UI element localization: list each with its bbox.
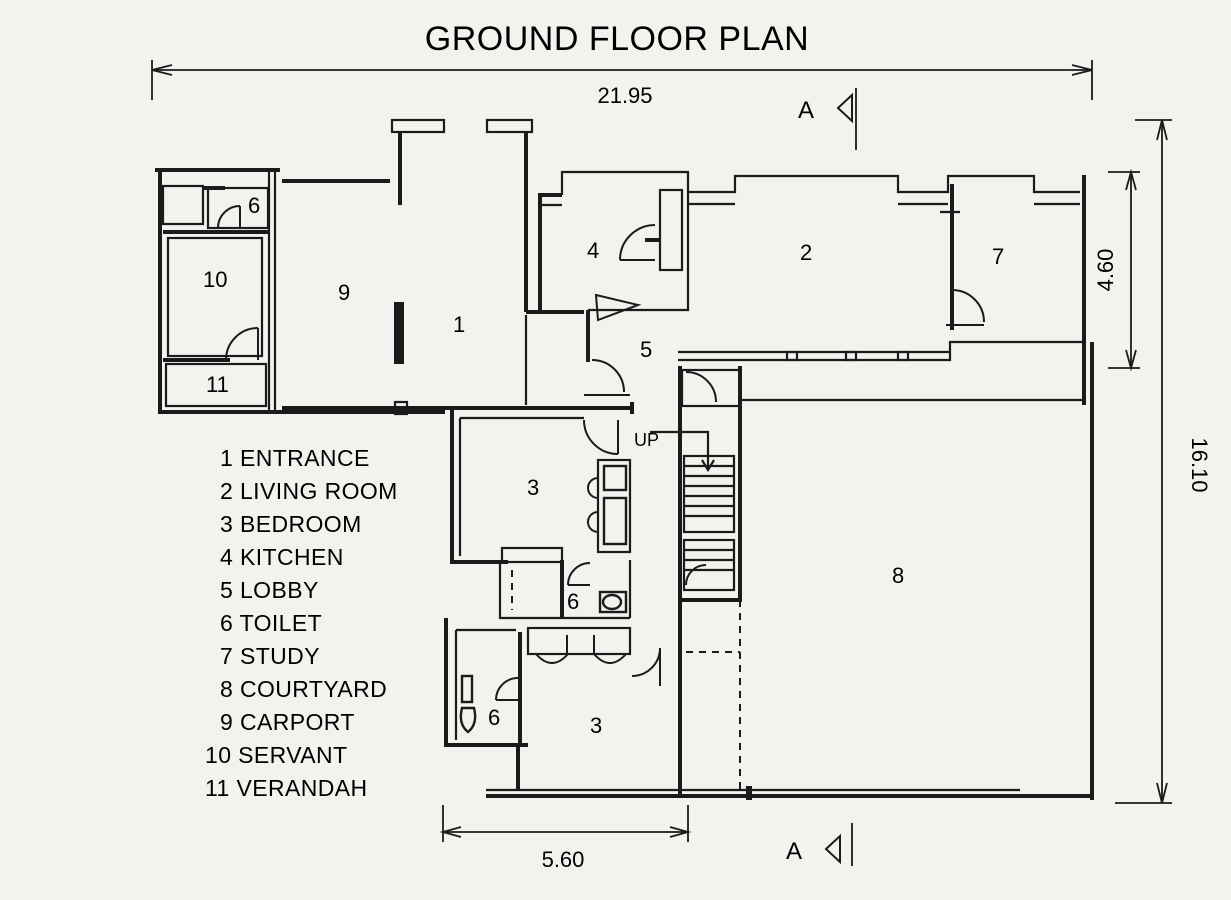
- legend-item: 5 LOBBY: [220, 577, 319, 603]
- legend-item: 2 LIVING ROOM: [220, 478, 398, 504]
- section-marker-bottom-label: A: [786, 838, 802, 865]
- room-tag-living: 2: [800, 240, 812, 265]
- room-tag-toilet-middle: 6: [567, 589, 579, 614]
- courtyard-walls: [486, 342, 1094, 800]
- room-tag-verandah: 11: [206, 372, 229, 397]
- legend-item: 8 COURTYARD: [220, 676, 387, 702]
- room-tag-toilet-servant: 6: [248, 193, 260, 218]
- section-marker-top: A: [798, 88, 857, 150]
- carport-entrance-walls: [282, 118, 630, 416]
- stair-walls: UP: [634, 366, 742, 602]
- stair-up-label: UP: [634, 430, 659, 450]
- dimension-overall-depth-label: 16.10: [1187, 437, 1212, 492]
- room-tag-bedroom-lower: 3: [590, 713, 602, 738]
- middle-toilet-walls: [498, 546, 632, 620]
- legend-item: 3 BEDROOM: [220, 511, 362, 537]
- lobby-walls: [584, 293, 642, 414]
- room-tag-entrance: 1: [453, 312, 465, 337]
- servant-block-walls: [155, 168, 445, 414]
- living-study-walls: [678, 174, 1086, 405]
- legend-item: 6 TOILET: [220, 610, 322, 636]
- legend-item: 1 ENTRANCE: [220, 445, 370, 471]
- dimension-living-depth-label: 4.60: [1093, 249, 1118, 292]
- room-tag-study: 7: [992, 244, 1004, 269]
- dimension-living-depth: 4.60: [1093, 168, 1140, 372]
- room-tag-courtyard: 8: [892, 563, 904, 588]
- legend-item: 11 VERANDAH: [205, 775, 367, 801]
- dimension-overall-width-label: 21.95: [597, 83, 652, 108]
- dimension-overall-width: 21.95: [151, 60, 1093, 108]
- legend-item: 9 CARPORT: [220, 709, 355, 735]
- section-marker-top-label: A: [798, 97, 814, 124]
- bedroom-upper-walls: [450, 408, 632, 564]
- bedroom-lower-walls: [444, 600, 682, 795]
- legend-item: 4 KITCHEN: [220, 544, 344, 570]
- room-tag-carport: 9: [338, 280, 350, 305]
- room-legend: 1 ENTRANCE 2 LIVING ROOM 3 BEDROOM 4 KIT…: [205, 445, 398, 801]
- room-tag-toilet-lower: 6: [488, 705, 500, 730]
- dimension-bedroom-width: 5.60: [439, 805, 692, 872]
- room-tag-kitchen: 4: [587, 238, 599, 263]
- legend-item: 10 SERVANT: [205, 742, 347, 768]
- room-tag-servant: 10: [203, 267, 227, 292]
- dimension-bedroom-width-label: 5.60: [542, 847, 585, 872]
- room-tag-lobby: 5: [640, 337, 652, 362]
- plan-title: GROUND FLOOR PLAN: [425, 20, 809, 58]
- legend-item: 7 STUDY: [220, 643, 320, 669]
- kitchen-walls: [526, 170, 690, 314]
- dimension-overall-depth: 16.10: [1115, 119, 1212, 804]
- room-tag-bedroom-upper: 3: [527, 475, 539, 500]
- section-marker-bottom: A: [786, 823, 853, 866]
